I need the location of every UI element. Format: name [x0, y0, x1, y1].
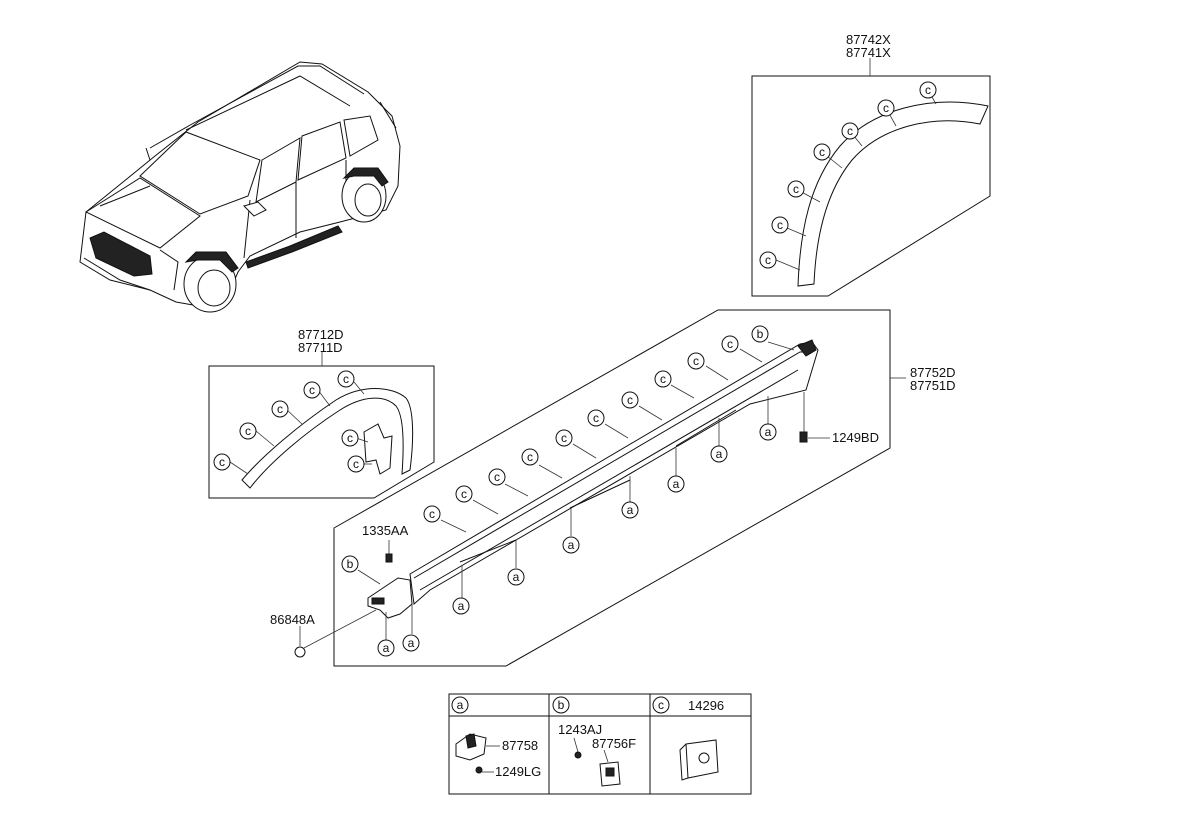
- marker-c-11-circle: [213, 453, 231, 471]
- c-marker-group-front: [229, 381, 372, 475]
- marker-c-16-circle: [488, 468, 506, 486]
- marker-c-11-letter: c: [219, 455, 225, 469]
- legend-b-part-1: 1243AJ: [558, 722, 602, 737]
- marker-c-21-circle: [654, 370, 672, 388]
- marker-a-7-letter: a: [408, 636, 415, 650]
- front-arch-part-number-rh: 87712D: [298, 327, 344, 342]
- legend-table: [448, 693, 752, 795]
- marker-a-4-circle: [562, 536, 580, 554]
- marker-c-2-letter: c: [847, 124, 853, 138]
- marker-a-1-circle: [710, 445, 728, 463]
- legend-header-a-letter: a: [457, 698, 464, 712]
- legend-header-a-circle: [451, 696, 469, 714]
- fastener-bottom-part-number: 86848A: [270, 612, 315, 627]
- marker-c-16-letter: c: [494, 470, 500, 484]
- marker-c-6-circle: [759, 251, 777, 269]
- marker-a-8-letter: a: [383, 641, 390, 655]
- marker-c-20-letter: c: [627, 393, 633, 407]
- marker-c-9-circle: [271, 400, 289, 418]
- marker-c-3-circle: [813, 143, 831, 161]
- marker-a-2-circle: [667, 475, 685, 493]
- marker-c-3-letter: c: [819, 145, 825, 159]
- marker-c-0-circle: [919, 81, 937, 99]
- marker-c-13-letter: c: [353, 457, 359, 471]
- marker-c-17-letter: c: [527, 450, 533, 464]
- fastener-top-part-number: 1335AA: [362, 523, 409, 538]
- marker-c-19-letter: c: [593, 411, 599, 425]
- legend-c-part: 14296: [688, 698, 724, 713]
- front-arch-part-number-lh: 87711D: [298, 340, 343, 355]
- side-sill-part-number-rh: 87752D: [910, 365, 956, 380]
- marker-a-5-circle: [507, 568, 525, 586]
- marker-a-7-circle: [402, 634, 420, 652]
- marker-c-4-letter: c: [793, 182, 799, 196]
- marker-a-5-letter: a: [513, 570, 520, 584]
- marker-c-8-circle: [303, 381, 321, 399]
- marker-c-14-letter: c: [429, 507, 435, 521]
- marker-c-19-circle: [587, 409, 605, 427]
- legend-a-part-1: 87758: [502, 738, 538, 753]
- marker-c-4-circle: [787, 180, 805, 198]
- marker-c-18-circle: [555, 429, 573, 447]
- marker-b-1-circle: [341, 555, 359, 573]
- sill-screw-part-number: 1249BD: [832, 430, 879, 445]
- marker-c-22-letter: c: [693, 354, 699, 368]
- rear-arch-part-number-rh: 87742X: [846, 32, 891, 47]
- side-sill-panel: [294, 309, 906, 667]
- marker-a-1-letter: a: [716, 447, 723, 461]
- marker-c-9-letter: c: [277, 402, 283, 416]
- marker-a-2-letter: a: [673, 477, 680, 491]
- legend-header-c-circle: [652, 696, 670, 714]
- marker-c-1-circle: [877, 99, 895, 117]
- marker-c-1-letter: c: [883, 101, 889, 115]
- marker-c-21-letter: c: [660, 372, 666, 386]
- marker-c-23-circle: [721, 335, 739, 353]
- marker-c-7-circle: [337, 370, 355, 388]
- vehicle-illustration: [79, 61, 401, 313]
- marker-c-12-circle: [341, 429, 359, 447]
- marker-a-3-circle: [621, 501, 639, 519]
- legend-header-b-circle: [552, 696, 570, 714]
- marker-c-2-circle: [841, 122, 859, 140]
- legend-a-part-2: 1249LG: [495, 764, 541, 779]
- marker-c-10-letter: c: [245, 424, 251, 438]
- marker-c-23-letter: c: [727, 337, 733, 351]
- front-arch-panel: [208, 352, 435, 499]
- marker-c-20-circle: [621, 391, 639, 409]
- marker-b-0-letter: b: [757, 327, 764, 341]
- marker-c-13-circle: [347, 455, 365, 473]
- marker-c-8-letter: c: [309, 383, 315, 397]
- marker-b-1-letter: b: [347, 557, 354, 571]
- marker-c-22-circle: [687, 352, 705, 370]
- legend-b-part-2: 87756F: [592, 736, 636, 751]
- rear-arch-part-number-lh: 87741X: [846, 45, 891, 60]
- marker-a-0-letter: a: [765, 425, 772, 439]
- marker-c-12-letter: c: [347, 431, 353, 445]
- marker-a-4-letter: a: [568, 538, 575, 552]
- marker-c-17-circle: [521, 448, 539, 466]
- marker-c-18-letter: c: [561, 431, 567, 445]
- marker-a-6-letter: a: [458, 599, 465, 613]
- marker-a-6-circle: [452, 597, 470, 615]
- marker-c-0-letter: c: [925, 83, 931, 97]
- marker-a-3-letter: a: [627, 503, 634, 517]
- marker-c-14-circle: [423, 505, 441, 523]
- marker-c-6-letter: c: [765, 253, 771, 267]
- marker-c-5-circle: [771, 216, 789, 234]
- marker-a-0-circle: [759, 423, 777, 441]
- marker-c-5-letter: c: [777, 218, 783, 232]
- marker-c-10-circle: [239, 422, 257, 440]
- marker-c-15-circle: [455, 485, 473, 503]
- legend-header-b-letter: b: [558, 698, 565, 712]
- marker-b-0-circle: [751, 325, 769, 343]
- marker-c-15-letter: c: [461, 487, 467, 501]
- marker-c-7-letter: c: [343, 372, 349, 386]
- legend-header-c-letter: c: [658, 698, 664, 712]
- side-sill-part-number-lh: 87751D: [910, 378, 956, 393]
- marker-a-8-circle: [377, 639, 395, 657]
- rear-arch-panel: [751, 58, 991, 297]
